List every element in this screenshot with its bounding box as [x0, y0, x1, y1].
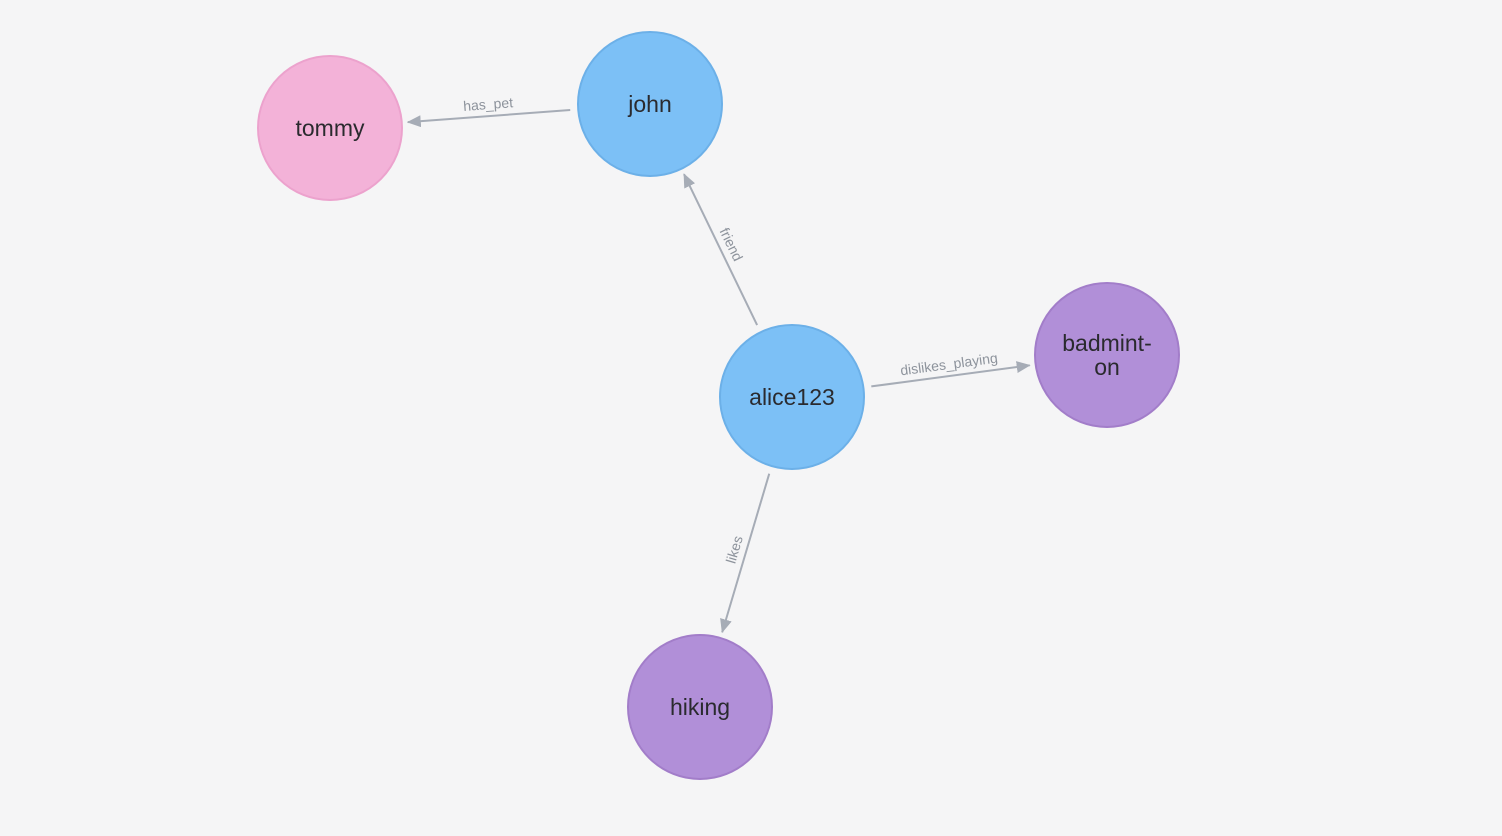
edge-line[interactable] [406, 108, 571, 128]
graph-edge-dislikes_playing[interactable]: dislikes_playing [871, 350, 1031, 388]
node-circle-hiking[interactable] [627, 634, 773, 780]
graph-node-john[interactable]: john [577, 31, 723, 177]
graph-node-badminton[interactable]: badmint-on [1034, 282, 1180, 428]
node-circle-badminton[interactable] [1034, 282, 1180, 428]
graph-node-alice123[interactable]: alice123 [719, 324, 865, 470]
nodes-layer: tommy john alice123 badmint-on hiking [257, 31, 1180, 780]
node-circle-john[interactable] [577, 31, 723, 177]
node-circle-alice123[interactable] [719, 324, 865, 470]
graph-edge-friend[interactable]: friend [683, 173, 759, 326]
graph-edge-has_pet[interactable]: has_pet [406, 94, 571, 128]
graph-node-hiking[interactable]: hiking [627, 634, 773, 780]
edge-label: dislikes_playing [899, 350, 998, 379]
edge-line[interactable] [720, 473, 771, 634]
edge-label: has_pet [463, 94, 514, 114]
graph-node-tommy[interactable]: tommy [257, 55, 403, 201]
edge-label: likes [723, 534, 746, 565]
edge-label: friend [717, 225, 747, 264]
edge-line[interactable] [871, 361, 1031, 388]
graph-edge-likes[interactable]: likes [720, 473, 771, 634]
node-circle-tommy[interactable] [257, 55, 403, 201]
edge-line[interactable] [683, 173, 759, 326]
